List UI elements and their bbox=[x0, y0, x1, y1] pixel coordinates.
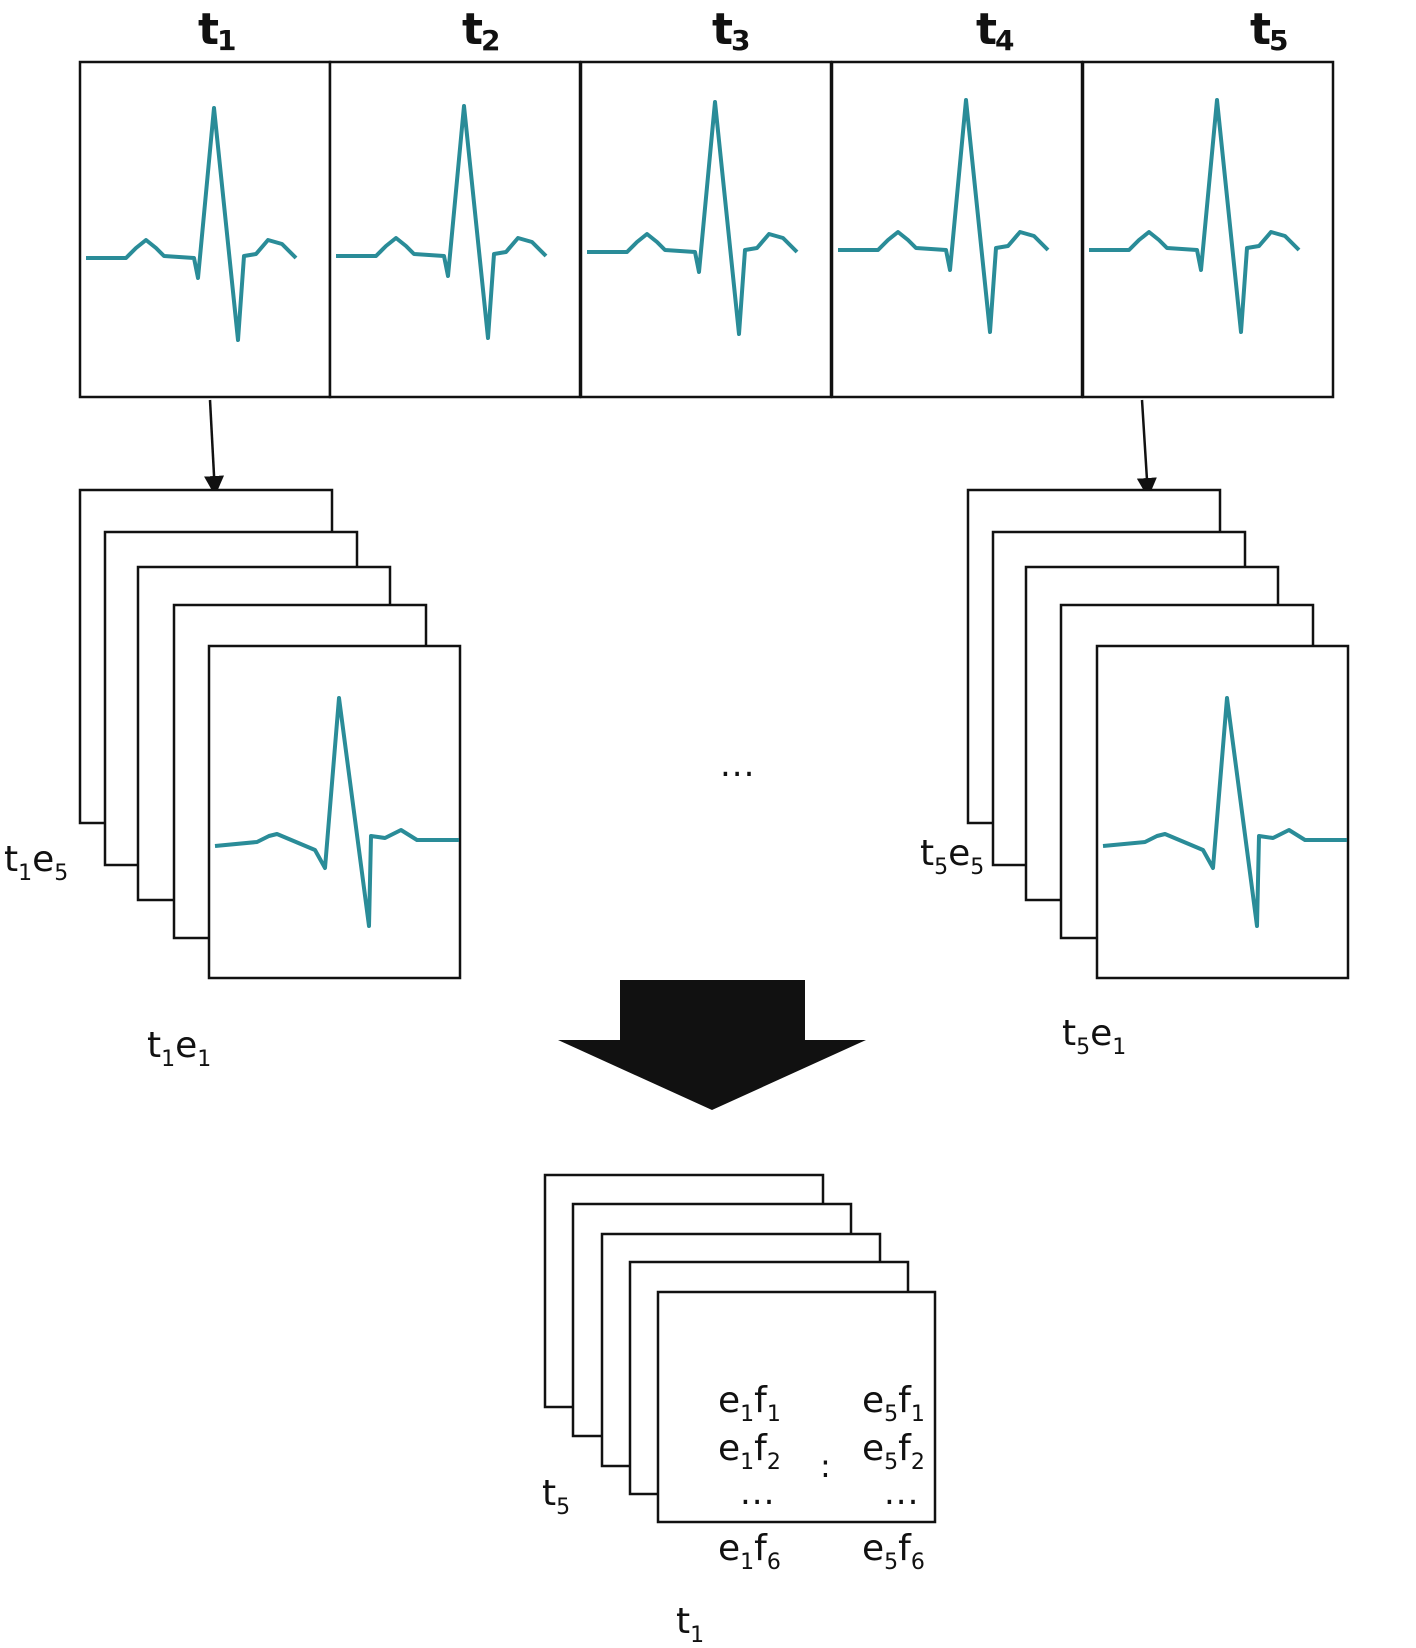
feature-e1f1: e1f1 bbox=[718, 1380, 781, 1427]
big-down-arrow bbox=[558, 980, 866, 1110]
ecg-trace-5 bbox=[1089, 98, 1301, 334]
top-label-t2: t2 bbox=[462, 4, 501, 57]
left-stack-label-front: t1e1 bbox=[147, 1025, 212, 1072]
top-window-3 bbox=[579, 60, 833, 399]
right-stack-card-5 bbox=[1095, 644, 1350, 980]
middle-ellipsis: ... bbox=[720, 745, 756, 785]
top-label-t1: t1 bbox=[198, 4, 237, 57]
feature-e5f1: e5f1 bbox=[862, 1380, 925, 1427]
ecg-trace-2 bbox=[336, 104, 548, 340]
top-label-t5: t5 bbox=[1250, 4, 1289, 57]
arrow-t5-to-stack bbox=[1136, 399, 1157, 498]
arrow-t1-to-stack bbox=[204, 399, 225, 496]
feature-e1f6: e1f6 bbox=[718, 1528, 781, 1575]
top-window-4 bbox=[830, 60, 1084, 399]
left-stack-ecg-trace bbox=[214, 696, 459, 928]
bottom-stack-card-5 bbox=[656, 1290, 937, 1524]
top-label-t3: t3 bbox=[712, 4, 751, 57]
top-window-5 bbox=[1081, 60, 1335, 399]
ecg-trace-3 bbox=[587, 100, 799, 336]
bottom-stack-label-back: t5 bbox=[542, 1473, 571, 1520]
right-stack-label-back: t5e5 bbox=[920, 833, 985, 880]
left-stack-label-back: t1e5 bbox=[4, 839, 69, 886]
feature-e1f2: e1f2 bbox=[718, 1428, 781, 1475]
right-stack-label-front: t5e1 bbox=[1062, 1013, 1127, 1060]
feature-left-ellipsis: ... bbox=[740, 1473, 776, 1513]
right-stack-ecg-trace bbox=[1102, 696, 1347, 928]
ecg-trace-1 bbox=[86, 106, 298, 342]
feature-e5f2: e5f2 bbox=[862, 1428, 925, 1475]
left-stack-card-5 bbox=[207, 644, 462, 980]
top-window-2 bbox=[328, 60, 582, 399]
bottom-stack-label-front: t1 bbox=[676, 1601, 705, 1648]
feature-e5f6: e5f6 bbox=[862, 1528, 925, 1575]
top-window-1 bbox=[78, 60, 332, 399]
top-label-t4: t4 bbox=[976, 4, 1015, 57]
ecg-trace-4 bbox=[838, 98, 1050, 334]
feature-separator: : bbox=[820, 1447, 831, 1485]
feature-right-ellipsis: ... bbox=[884, 1473, 920, 1513]
